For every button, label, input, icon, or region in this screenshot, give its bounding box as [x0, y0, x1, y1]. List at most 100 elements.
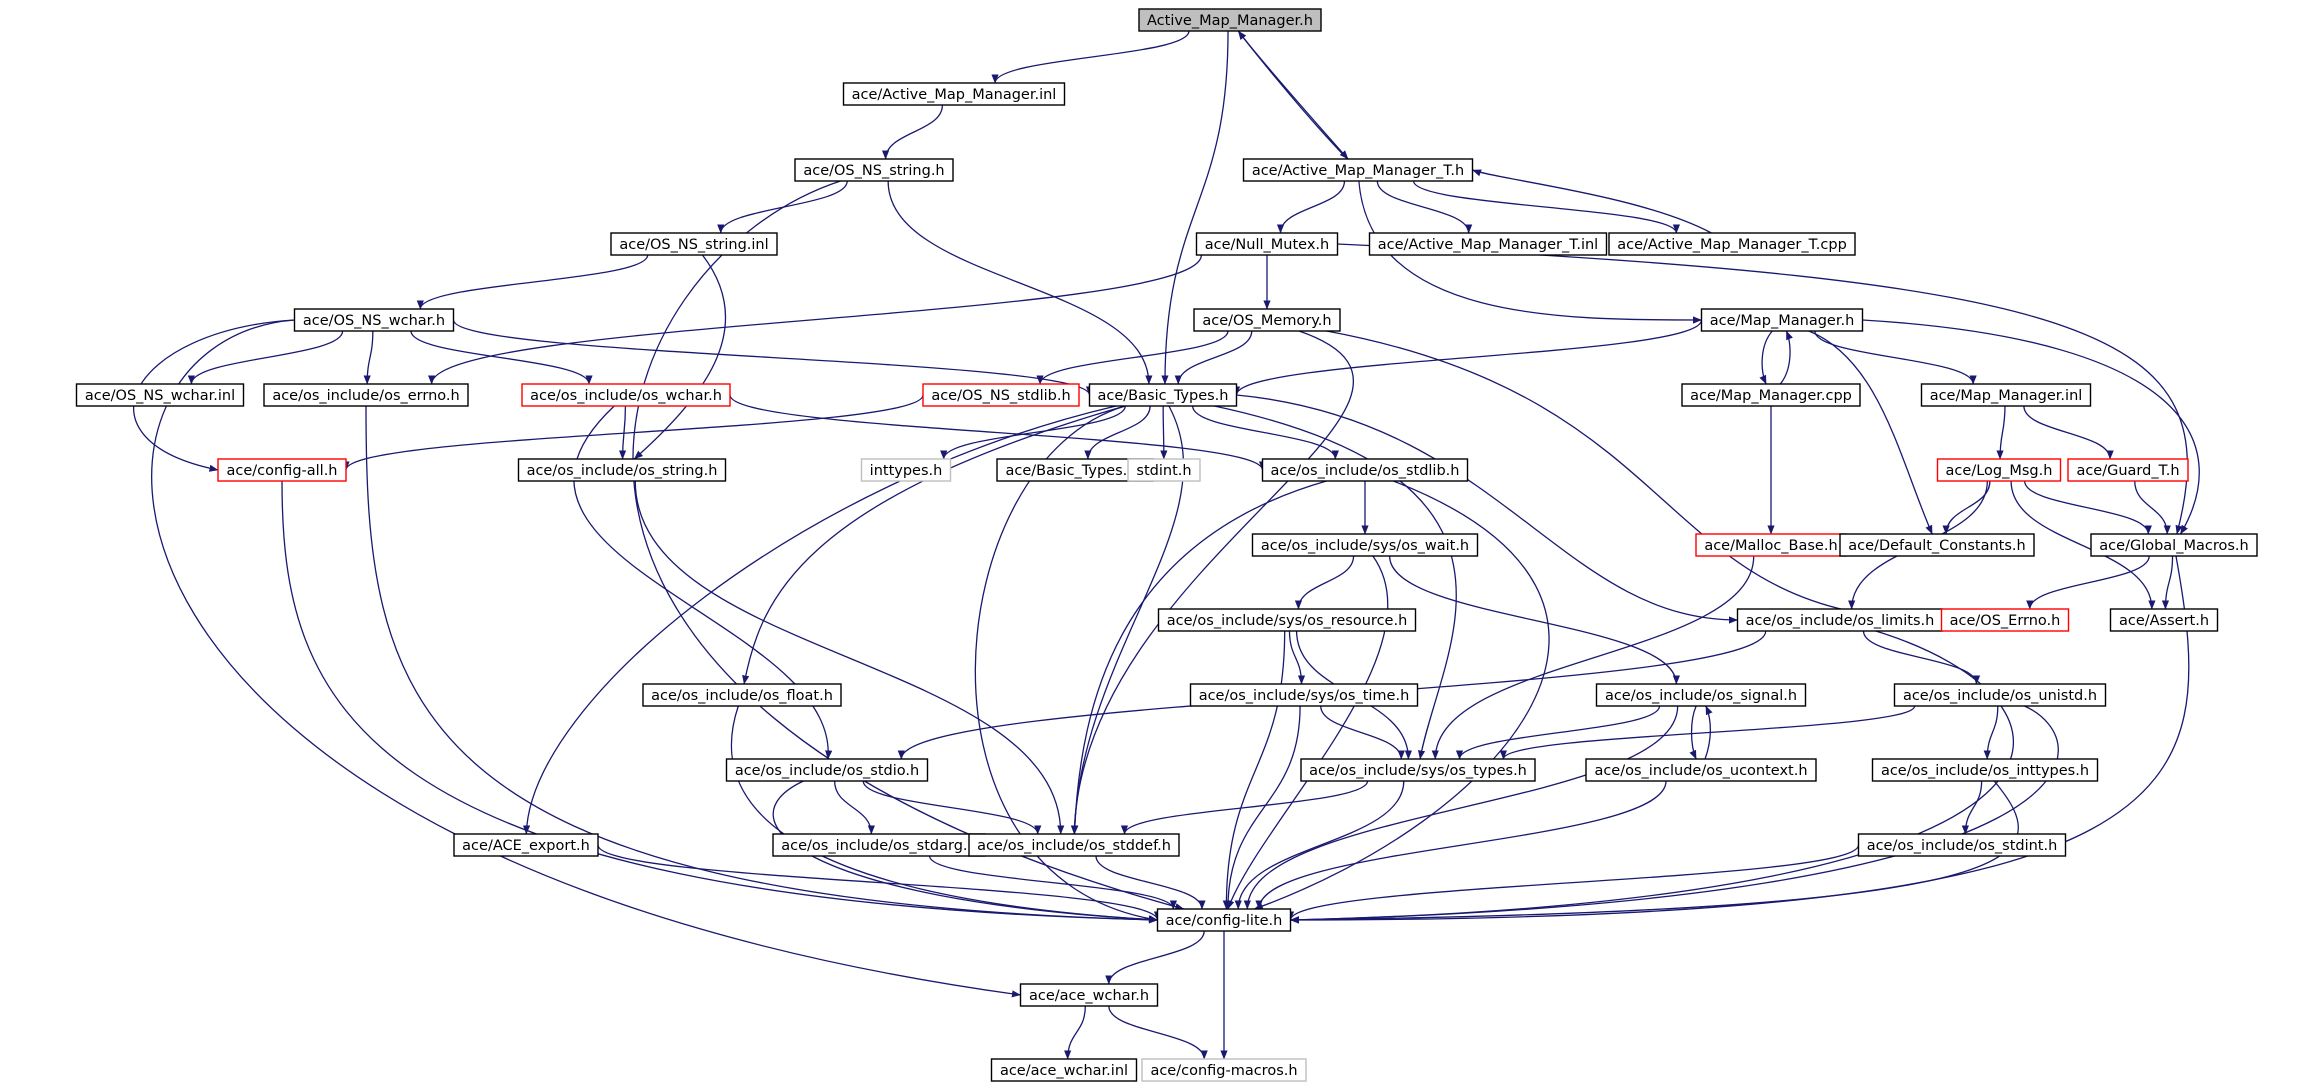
node-label: ace/config-all.h	[226, 463, 337, 479]
node-os-wait[interactable]: ace/os_include/sys/os_wait.h	[1251, 533, 1479, 557]
node-ace-export[interactable]: ace/ACE_export.h	[453, 833, 599, 857]
node-os-errno[interactable]: ace/os_include/os_errno.h	[263, 383, 469, 407]
node-os-unistd[interactable]: ace/os_include/os_unistd.h	[1893, 683, 2107, 707]
node-label: ace/os_include/sys/os_resource.h	[1167, 613, 1408, 629]
node-map-manager-inl[interactable]: ace/Map_Manager.inl	[1920, 383, 2092, 407]
node-amm-t-h[interactable]: ace/Active_Map_Manager_T.h	[1242, 158, 1474, 182]
node-amm-inl[interactable]: ace/Active_Map_Manager.inl	[842, 82, 1066, 106]
edge-os_signal-to-os_ucontext	[1689, 705, 1697, 760]
edge-os_stdio-to-os_stddef	[862, 780, 1042, 835]
node-box	[1019, 983, 1159, 1007]
node-label: ace/OS_NS_string.h	[803, 163, 944, 179]
node-os-time[interactable]: ace/os_include/sys/os_time.h	[1189, 683, 1419, 707]
node-stdint[interactable]: stdint.h	[1127, 458, 1201, 482]
node-os-resource[interactable]: ace/os_include/sys/os_resource.h	[1157, 608, 1417, 632]
edge-basic_types-to-os_float	[742, 405, 1126, 685]
node-os-inttypes[interactable]: ace/os_include/os_inttypes.h	[1871, 758, 2099, 782]
node-basic-types[interactable]: ace/Basic_Types.h	[1088, 383, 1238, 407]
node-global-macros[interactable]: ace/Global_Macros.h	[2090, 533, 2258, 557]
edge-map_manager_h-to-default_constants	[1808, 330, 1933, 535]
node-os-stdlib[interactable]: ace/os_include/os_stdlib.h	[1261, 458, 1469, 482]
node-os-stddef[interactable]: ace/os_include/os_stddef.h	[968, 833, 1180, 857]
edge-os_ns_wchar_h-to-os_ns_wchar_inl	[187, 330, 344, 385]
node-amm-t-cpp[interactable]: ace/Active_Map_Manager_T.cpp	[1608, 232, 1856, 256]
node-map-manager-cpp[interactable]: ace/Map_Manager.cpp	[1681, 383, 1861, 407]
node-amm-t-inl[interactable]: ace/Active_Map_Manager_T.inl	[1368, 232, 1608, 256]
node-os-ns-string-inl[interactable]: ace/OS_NS_string.inl	[610, 232, 778, 256]
node-label: ace/os_include/os_ucontext.h	[1594, 763, 1807, 779]
node-os-ns-string-h[interactable]: ace/OS_NS_string.h	[794, 158, 954, 182]
edge-os_memory-to-basic_types	[1174, 330, 1253, 385]
edge-null_mutex-to-os_errno	[428, 254, 1203, 385]
edge-os_types-to-config_lite	[1234, 780, 1405, 910]
node-assert[interactable]: ace/Assert.h	[2109, 608, 2219, 632]
node-os-stdio[interactable]: ace/os_include/os_stdio.h	[725, 758, 929, 782]
node-label: ace/Active_Map_Manager_T.inl	[1378, 237, 1598, 253]
edge-ace_wchar_h-to-ace_wchar_inl	[1064, 1005, 1086, 1060]
edge-os_stdio-to-os_stdarg	[833, 780, 875, 835]
node-os-memory[interactable]: ace/OS_Memory.h	[1193, 308, 1341, 332]
node-label: ace/os_include/os_inttypes.h	[1881, 763, 2089, 779]
nodes-layer: Active_Map_Manager.h ace/Active_Map_Manag…	[75, 8, 2258, 1082]
edge-os_ucontext-to-config_lite	[1255, 780, 1667, 910]
node-os-string[interactable]: ace/os_include/os_string.h	[517, 458, 727, 482]
node-label: ace/os_include/os_limits.h	[1746, 613, 1935, 629]
edge-basic_types-to-inttypes	[940, 405, 1126, 460]
edge-basic_types-to-os_stddef	[1071, 405, 1185, 835]
node-os-ns-stdlib[interactable]: ace/OS_NS_stdlib.h	[922, 383, 1080, 407]
node-inttypes[interactable]: inttypes.h	[860, 458, 952, 482]
node-map-manager-h[interactable]: ace/Map_Manager.h	[1700, 308, 1864, 332]
node-malloc-base[interactable]: ace/Malloc_Base.h	[1695, 533, 1847, 557]
edge-os_limits-to-config_lite	[1290, 630, 2015, 924]
node-label: ace/os_include/sys/os_types.h	[1309, 763, 1527, 779]
node-default-constants[interactable]: ace/Default_Constants.h	[1839, 533, 2035, 557]
node-label: ace/OS_Memory.h	[1202, 313, 1331, 329]
edge-os_stdio-to-config_lite	[772, 780, 1158, 924]
edge-log_msg-to-global_macros	[2024, 480, 2152, 535]
node-label: ace/ACE_export.h	[462, 838, 590, 854]
edge-root-to-amm_t_h	[1237, 30, 1349, 160]
node-box	[1857, 833, 2067, 857]
node-box	[1595, 683, 1807, 707]
node-box	[1157, 608, 1417, 632]
node-config-all[interactable]: ace/config-all.h	[217, 458, 347, 482]
node-label: ace/os_include/os_stdint.h	[1867, 838, 2058, 854]
node-ace-wchar-h[interactable]: ace/ace_wchar.h	[1019, 983, 1159, 1007]
edge-os_wchar-to-os_string	[618, 405, 627, 460]
node-log-msg[interactable]: ace/Log_Msg.h	[1936, 458, 2062, 482]
node-basic-types-inl[interactable]: ace/Basic_Types.inl	[996, 458, 1154, 482]
node-os-limits[interactable]: ace/os_include/os_limits.h	[1736, 608, 1944, 632]
edge-map_manager_h-to-basic_types	[1233, 319, 1703, 396]
node-label: ace/os_include/os_signal.h	[1605, 688, 1797, 704]
edge-ace_export-to-config_lite	[597, 844, 1161, 921]
node-os-ns-wchar-h[interactable]: ace/OS_NS_wchar.h	[293, 308, 455, 332]
node-label: ace/Malloc_Base.h	[1704, 538, 1837, 554]
node-box	[968, 833, 1180, 857]
edge-basic_types-to-os_types	[1214, 405, 1457, 760]
node-config-lite[interactable]: ace/config-lite.h	[1156, 908, 1292, 932]
edge-os_resource-to-os_time	[1288, 630, 1306, 685]
edge-os_wait-to-config_lite	[1227, 555, 1389, 910]
node-config-macros[interactable]: ace/config-macros.h	[1141, 1058, 1307, 1082]
node-os-errno-cap[interactable]: ace/OS_Errno.h	[1940, 608, 2070, 632]
edge-root-to-amm_inl	[991, 30, 1190, 84]
node-os-stdint[interactable]: ace/os_include/os_stdint.h	[1857, 833, 2067, 857]
node-box	[1608, 232, 1856, 256]
node-os-stdarg[interactable]: ace/os_include/os_stdarg.h	[772, 833, 986, 857]
node-os-signal[interactable]: ace/os_include/os_signal.h	[1595, 683, 1807, 707]
node-root[interactable]: Active_Map_Manager.h	[1138, 8, 1322, 32]
node-label: ace/Guard_T.h	[2076, 463, 2179, 479]
node-label: ace/os_include/os_stddef.h	[977, 838, 1171, 854]
node-box	[2090, 533, 2258, 557]
node-ace-wchar-inl[interactable]: ace/ace_wchar.inl	[990, 1058, 1138, 1082]
node-null-mutex[interactable]: ace/Null_Mutex.h	[1195, 232, 1339, 256]
node-os-wchar[interactable]: ace/os_include/os_wchar.h	[521, 383, 731, 407]
node-os-ns-wchar-inl[interactable]: ace/OS_NS_wchar.inl	[75, 383, 245, 407]
node-os-types[interactable]: ace/os_include/sys/os_types.h	[1300, 758, 1536, 782]
node-box	[1871, 758, 2099, 782]
node-os-float[interactable]: ace/os_include/os_float.h	[642, 683, 842, 707]
edge-os_stdarg-to-config_lite	[928, 855, 1177, 910]
node-os-ucontext[interactable]: ace/os_include/os_ucontext.h	[1585, 758, 1817, 782]
node-guard-t[interactable]: ace/Guard_T.h	[2067, 458, 2189, 482]
edge-os_signal-to-config_lite	[1243, 705, 1679, 910]
